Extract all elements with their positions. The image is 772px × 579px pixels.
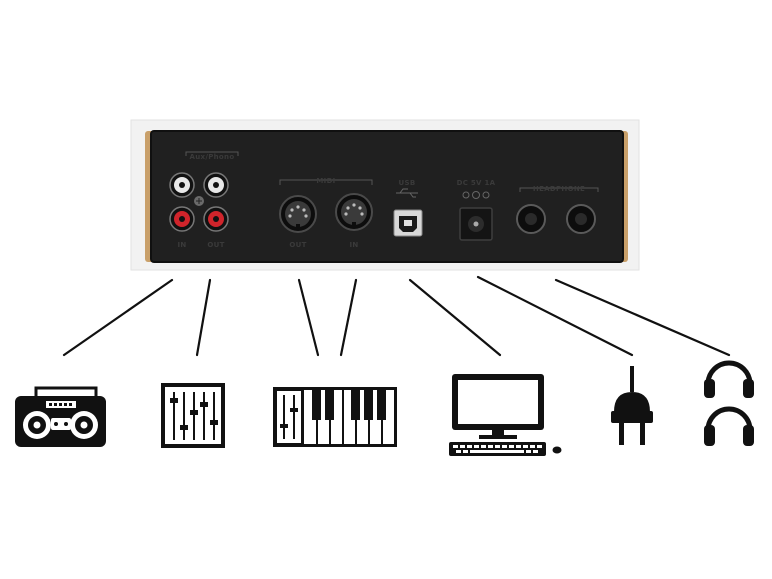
line-midi-in-to-keyboard: [339, 278, 358, 357]
rca-red-in-jack[interactable]: [169, 206, 195, 232]
rca-white-top-right-jack[interactable]: [203, 172, 229, 198]
power-plug-icon: [611, 366, 653, 445]
rca-out-label: OUT: [207, 241, 224, 249]
line-rca-out-to-mixer: [195, 278, 212, 357]
dc-label: DC 5V 1A: [457, 179, 496, 187]
usb-symbol-icon: [396, 188, 418, 198]
mixer-icon: [161, 383, 225, 448]
ground-screw-icon: [194, 196, 204, 206]
headphones-label: HEADPHONE: [533, 185, 585, 193]
usb-b-port[interactable]: [393, 209, 423, 237]
line-dc-to-plug: [476, 275, 634, 357]
dc-polarity-icon: [462, 191, 490, 199]
usb-label: USB: [399, 179, 416, 187]
device-back-panel: Aux/Phono IN OUT MIDI: [130, 119, 640, 271]
computer-icon: [449, 374, 562, 456]
midi-in-label: IN: [349, 241, 358, 249]
phono-group-label: Aux/Phono: [190, 153, 235, 161]
midi-in-port[interactable]: [335, 193, 373, 231]
line-rca-in-to-boombox: [62, 278, 174, 357]
headphone-jack-1[interactable]: [516, 204, 546, 234]
rca-white-top-left-jack[interactable]: [169, 172, 195, 198]
line-midi-out-to-keyboard: [297, 278, 320, 357]
rca-in-label: IN: [177, 241, 186, 249]
dc-power-jack[interactable]: [459, 207, 493, 241]
midi-keyboard-icon: [273, 387, 397, 447]
midi-out-port[interactable]: [279, 195, 317, 233]
connector-lines: [62, 275, 731, 357]
midi-group-label: MIDI: [316, 177, 335, 185]
midi-out-label: OUT: [289, 241, 306, 249]
line-headphone-to-headphones: [554, 278, 731, 357]
line-usb-to-computer: [408, 278, 502, 357]
headphone-jack-2[interactable]: [566, 204, 596, 234]
headphones-icon: [704, 360, 754, 446]
boombox-icon: [15, 386, 106, 447]
rca-red-out-jack[interactable]: [203, 206, 229, 232]
